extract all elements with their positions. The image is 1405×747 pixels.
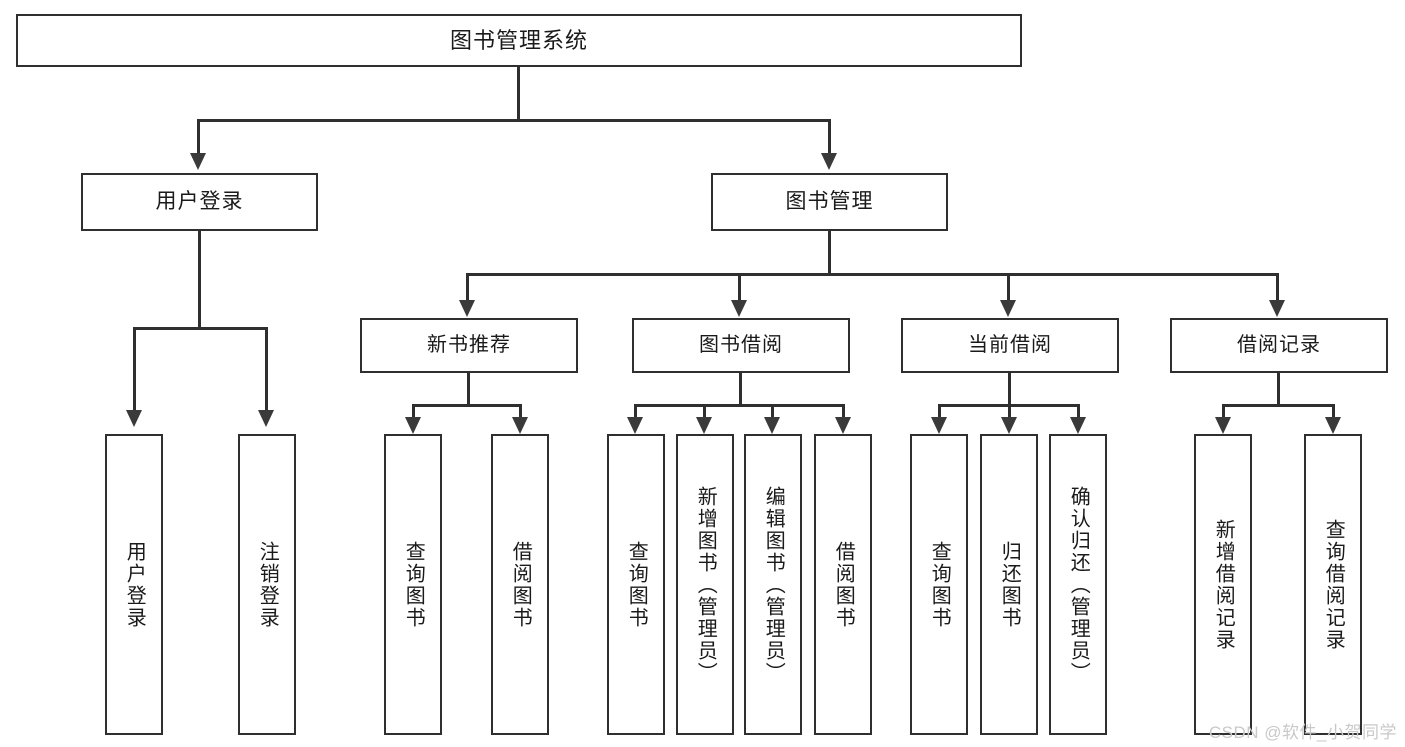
connector-root-stem	[517, 67, 520, 119]
connector-bb-to-leaf-3	[771, 404, 774, 420]
arrowhead-leaf-confirm-return-admin	[1070, 417, 1086, 434]
node-label: 图书借阅	[699, 334, 783, 356]
node-label: 图书管理	[785, 189, 874, 213]
leaf-label: 编辑图书（管理员）	[762, 485, 785, 684]
node-current-borrow[interactable]: 当前借阅	[901, 318, 1119, 373]
leaf-label: 确认归还（管理员）	[1067, 485, 1090, 684]
connector-user-login-to-leaf-1	[133, 327, 136, 412]
leaf-confirm-return-admin[interactable]: 确认归还（管理员）	[1049, 434, 1107, 735]
arrowhead-new-book-recommend	[459, 300, 475, 317]
node-label: 借阅记录	[1237, 334, 1321, 356]
leaf-label: 查询图书	[928, 540, 951, 629]
connector-root-to-user-login	[197, 119, 200, 156]
arrowhead-leaf-query-book-1	[405, 417, 421, 434]
connector-book-management-bus	[466, 273, 1279, 276]
node-book-borrow[interactable]: 图书借阅	[632, 318, 850, 373]
leaf-label: 归还图书	[998, 540, 1021, 629]
connector-user-login-to-leaf-2	[265, 327, 268, 412]
arrowhead-leaf-add-book-admin	[696, 417, 712, 434]
arrowhead-leaf-query-book-2	[627, 417, 643, 434]
leaf-user-login[interactable]: 用户登录	[105, 434, 163, 735]
connector-nbr-stem	[467, 373, 470, 404]
node-book-management[interactable]: 图书管理	[711, 173, 948, 231]
leaf-borrow-book-borrow[interactable]: 借阅图书	[814, 434, 872, 735]
node-root-system[interactable]: 图书管理系统	[16, 14, 1022, 67]
connector-br-bus	[1222, 404, 1335, 407]
leaf-query-book-borrow[interactable]: 查询图书	[607, 434, 665, 735]
leaf-label: 借阅图书	[832, 540, 855, 629]
arrowhead-leaf-query-borrow-record	[1325, 417, 1341, 434]
arrowhead-leaf-borrow-book-2	[835, 417, 851, 434]
node-new-book-recommend[interactable]: 新书推荐	[360, 318, 578, 373]
arrowhead-leaf-return-book	[1001, 417, 1017, 434]
connector-bm-to-current-borrow	[1007, 273, 1010, 303]
arrowhead-leaf-add-borrow-record	[1215, 417, 1231, 434]
leaf-borrow-book-new-recommend[interactable]: 借阅图书	[491, 434, 549, 735]
connector-book-management-stem	[828, 231, 831, 273]
leaf-edit-book-admin[interactable]: 编辑图书（管理员）	[744, 434, 802, 735]
arrowhead-user-login	[190, 153, 206, 170]
connector-bb-to-leaf-2	[703, 404, 706, 420]
leaf-query-book-current[interactable]: 查询图书	[910, 434, 968, 735]
connector-cb-to-leaf-2	[1008, 404, 1011, 420]
connector-bb-to-leaf-1	[634, 404, 637, 420]
leaf-label: 查询图书	[402, 540, 425, 629]
connector-root-bus	[197, 119, 831, 122]
csdn-watermark: CSDN @软件_小贺同学	[1208, 723, 1397, 742]
connector-br-to-leaf-2	[1332, 404, 1335, 420]
leaf-label: 新增借阅记录	[1212, 518, 1235, 651]
connector-bm-to-new-book-recommend	[466, 273, 469, 303]
connector-br-stem	[1277, 373, 1280, 404]
node-label: 用户登录	[155, 189, 244, 213]
connector-br-to-leaf-1	[1222, 404, 1225, 420]
node-borrow-record[interactable]: 借阅记录	[1170, 318, 1388, 373]
connector-cb-stem	[1008, 373, 1011, 404]
node-label: 图书管理系统	[449, 27, 588, 53]
leaf-label: 查询借阅记录	[1322, 518, 1345, 651]
connector-bb-bus	[634, 404, 845, 407]
connector-cb-to-leaf-3	[1077, 404, 1080, 420]
arrowhead-leaf-borrow-book-1	[512, 417, 528, 434]
leaf-query-book-new-recommend[interactable]: 查询图书	[384, 434, 442, 735]
leaf-label: 注销登录	[256, 540, 279, 629]
connector-nbr-bus	[412, 404, 522, 407]
connector-nbr-to-leaf-1	[412, 404, 415, 420]
leaf-return-book[interactable]: 归还图书	[980, 434, 1038, 735]
leaf-add-book-admin[interactable]: 新增图书（管理员）	[676, 434, 734, 735]
leaf-add-borrow-record[interactable]: 新增借阅记录	[1194, 434, 1252, 735]
leaf-label: 查询图书	[625, 540, 648, 629]
connector-user-login-stem	[198, 231, 201, 327]
connector-nbr-to-leaf-2	[519, 404, 522, 420]
leaf-label: 用户登录	[123, 540, 146, 629]
connector-user-login-bus	[133, 327, 268, 330]
arrowhead-leaf-user-login	[126, 410, 142, 427]
arrowhead-book-management	[821, 153, 837, 170]
connector-bm-to-book-borrow	[738, 273, 741, 303]
connector-bb-stem	[739, 373, 742, 404]
leaf-query-borrow-record[interactable]: 查询借阅记录	[1304, 434, 1362, 735]
arrowhead-borrow-record	[1269, 300, 1285, 317]
leaf-label: 新增图书（管理员）	[694, 485, 717, 684]
arrowhead-book-borrow	[731, 300, 747, 317]
node-label: 当前借阅	[968, 334, 1052, 356]
arrowhead-current-borrow	[1000, 300, 1016, 317]
connector-bb-to-leaf-4	[842, 404, 845, 420]
leaf-label: 借阅图书	[509, 540, 532, 629]
arrowhead-leaf-edit-book-admin	[764, 417, 780, 434]
connector-root-to-book-management	[828, 119, 831, 156]
connector-bm-to-borrow-record	[1276, 273, 1279, 303]
arrowhead-leaf-logout-login	[258, 410, 274, 427]
leaf-logout-login[interactable]: 注销登录	[238, 434, 296, 735]
arrowhead-leaf-query-book-3	[931, 417, 947, 434]
node-user-login[interactable]: 用户登录	[81, 173, 318, 231]
connector-cb-to-leaf-1	[938, 404, 941, 420]
node-label: 新书推荐	[427, 334, 511, 356]
